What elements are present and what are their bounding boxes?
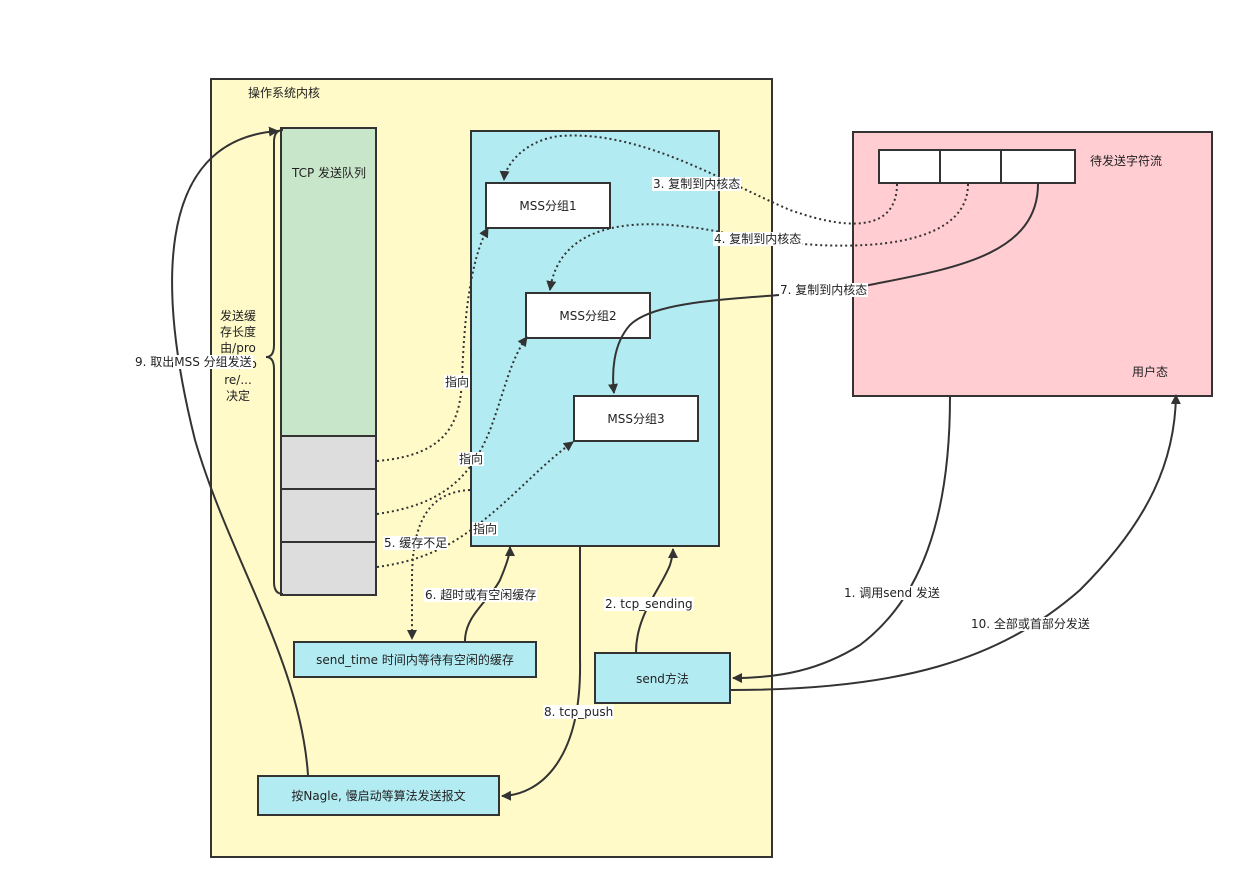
edge-label-copy3: 3. 复制到内核态 [652, 177, 742, 191]
edge-label-copy4: 4. 复制到内核态 [713, 232, 803, 246]
mss-group-3: MSS分组3 [573, 395, 699, 442]
edge-send-all [730, 394, 1181, 691]
nagle-send-box: 按Nagle, 慢启动等算法发送报文 [257, 775, 500, 816]
edge-label-point-2: 指向 [458, 452, 485, 466]
mss-group-1: MSS分组1 [485, 182, 611, 229]
edge-point-2 [376, 336, 528, 515]
edge-label-fetch-mss: 9. 取出MSS 分组发送 [134, 355, 253, 369]
kernel-title: 操作系统内核 [248, 86, 321, 100]
edge-label-copy7: 7. 复制到内核态 [779, 283, 869, 297]
wait-buffer-box: send_time 时间内等待有空闲的缓存 [293, 641, 537, 678]
stream-cell [1000, 149, 1076, 184]
buffer-brace [265, 129, 284, 595]
edge-label-call-send: 1. 调用send 发送 [843, 586, 941, 600]
edge-label-tcp-sending: 2. tcp_sending [604, 597, 694, 611]
edge-point-1 [376, 227, 489, 462]
edge-label-point-1: 指向 [444, 375, 471, 389]
edge-copy3 [499, 134, 898, 225]
edge-label-buffer-short: 5. 缓存不足 [383, 536, 449, 550]
stream-cell [878, 149, 941, 184]
edge-fetch-mss [171, 126, 309, 776]
edge-label-send-all: 10. 全部或首部分发送 [970, 617, 1091, 631]
send-method-box: send方法 [594, 652, 731, 704]
queue-slot [280, 541, 377, 596]
edge-buffer-short [407, 489, 471, 640]
edge-label-point-3: 指向 [472, 522, 499, 536]
edge-label-tcp-push: 8. tcp_push [543, 705, 615, 719]
tcp-send-queue [280, 127, 377, 437]
edge-tcp-push [501, 547, 582, 801]
edge-copy4 [546, 183, 969, 291]
stream-label: 待发送字符流 [1090, 154, 1163, 168]
edge-tcp-sending [635, 548, 678, 653]
edge-point-3 [376, 441, 574, 568]
user-space-label: 用户态 [1132, 365, 1169, 379]
tcp-send-queue-title: TCP 发送队列 [291, 166, 367, 180]
edge-call-send [732, 396, 951, 683]
edge-timeout [464, 546, 515, 642]
queue-slot [280, 435, 377, 490]
edge-label-timeout: 6. 超时或有空闲缓存 [424, 588, 538, 602]
mss-group-2: MSS分组2 [525, 292, 651, 339]
